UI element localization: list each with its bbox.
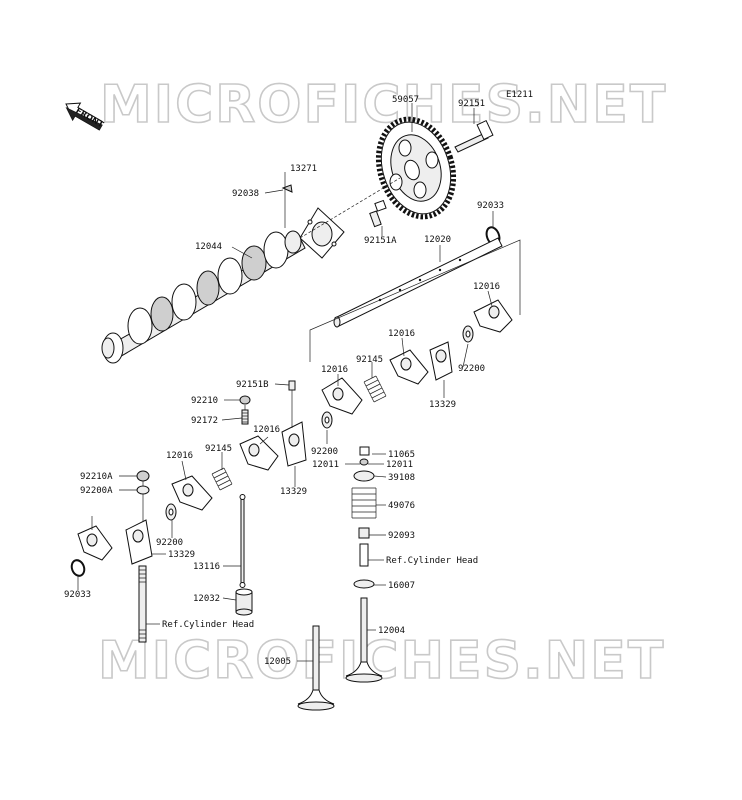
label-59057: 59057 bbox=[392, 95, 419, 105]
part-labels: 59057 92151 13271 92038 92033 12044 9215… bbox=[64, 95, 504, 667]
label-12020: 12020 bbox=[424, 235, 451, 245]
part-59057-gear bbox=[375, 116, 457, 220]
label-49076: 49076 bbox=[388, 501, 415, 511]
label-12044: 12044 bbox=[195, 242, 222, 252]
part-12032-tappet bbox=[235, 588, 253, 616]
part-49076-spring bbox=[351, 487, 377, 519]
part-12020-rocker-shaft bbox=[333, 237, 503, 328]
part-13329-bracket-b bbox=[281, 421, 307, 467]
label-12032: 12032 bbox=[193, 594, 220, 604]
label-92210A: 92210A bbox=[80, 472, 113, 482]
part-92151A-bolt bbox=[369, 199, 387, 228]
part-92038-key bbox=[281, 184, 293, 193]
part-92093-seal bbox=[358, 527, 370, 539]
part-92210-nut bbox=[239, 395, 251, 405]
label-92210: 92210 bbox=[191, 396, 218, 406]
part-12004-exhaust-valve bbox=[345, 597, 383, 683]
label-92038: 92038 bbox=[232, 189, 259, 199]
leader-lines bbox=[77, 103, 494, 662]
label-92200-a: 92200 bbox=[458, 364, 485, 374]
label-39108: 39108 bbox=[388, 473, 415, 483]
label-92151A: 92151A bbox=[364, 236, 397, 246]
part-12044-camshaft bbox=[101, 230, 306, 364]
watermark-bottom: MICROFICHES.NET bbox=[98, 631, 665, 691]
part-92033-oring-bottom bbox=[70, 559, 86, 577]
label-92200A: 92200A bbox=[80, 486, 113, 496]
label-92033-top: 92033 bbox=[477, 201, 504, 211]
label-92093: 92093 bbox=[388, 531, 415, 541]
label-12004: 12004 bbox=[378, 626, 405, 636]
label-12016-c: 12016 bbox=[388, 329, 415, 339]
label-12016-a: 12016 bbox=[473, 282, 500, 292]
part-92172-screw bbox=[241, 409, 249, 425]
label-12016-f: 12016 bbox=[166, 451, 193, 461]
part-stud-bolt bbox=[138, 565, 147, 643]
label-12005: 12005 bbox=[264, 657, 291, 667]
part-92151-bolt bbox=[454, 119, 494, 153]
part-12005-intake-valve bbox=[297, 625, 335, 711]
label-92200-b: 92200 bbox=[311, 447, 338, 457]
label-12016-d: 12016 bbox=[321, 365, 348, 375]
part-13329-bracket-c bbox=[125, 519, 153, 565]
part-12016-rocker-arm-d bbox=[321, 377, 363, 415]
label-13116: 13116 bbox=[193, 562, 220, 572]
part-92200A-washer bbox=[136, 485, 150, 495]
part-13271-plate bbox=[299, 207, 345, 259]
label-12011-b: 12011 bbox=[386, 460, 413, 470]
label-92200-c: 92200 bbox=[156, 538, 183, 548]
label-12016-e: 12016 bbox=[253, 425, 280, 435]
part-92210A-nut bbox=[136, 470, 150, 482]
label-ref-cylinder-head-a: Ref.Cylinder Head bbox=[386, 556, 478, 566]
label-16007: 16007 bbox=[388, 581, 415, 591]
label-92172: 92172 bbox=[191, 416, 218, 426]
part-92145-spring-a bbox=[363, 375, 387, 403]
part-12016-rocker-arm-g bbox=[77, 525, 113, 561]
label-11065: 11065 bbox=[388, 450, 415, 460]
label-13329-c: 13329 bbox=[168, 550, 195, 560]
part-12016-rocker-arm-c bbox=[389, 349, 429, 385]
label-92145-b: 92145 bbox=[205, 444, 232, 454]
part-valve-guide bbox=[359, 543, 369, 567]
part-12011-collet bbox=[359, 458, 369, 466]
part-39108-retainer bbox=[353, 470, 375, 482]
label-92151: 92151 bbox=[458, 99, 485, 109]
part-92151B-plug bbox=[288, 380, 296, 391]
label-13271: 13271 bbox=[290, 164, 317, 174]
part-92200-washer-b bbox=[321, 411, 333, 429]
part-13329-bracket-a bbox=[429, 341, 453, 381]
part-12016-rocker-arm-e bbox=[239, 435, 279, 471]
label-13329-a: 13329 bbox=[429, 400, 456, 410]
watermark-top: MICROFICHES.NET bbox=[100, 75, 667, 135]
part-16007-washer bbox=[353, 579, 375, 589]
label-92033-bottom: 92033 bbox=[64, 590, 91, 600]
label-12011-a: 12011 bbox=[312, 460, 339, 470]
part-12016-rocker-arm-a bbox=[473, 299, 513, 333]
part-92200-washer-a bbox=[462, 325, 474, 343]
label-13329-b: 13329 bbox=[280, 487, 307, 497]
label-92145-a: 92145 bbox=[356, 355, 383, 365]
part-92145-spring-b bbox=[211, 467, 233, 491]
label-ref-cylinder-head-b: Ref.Cylinder Head bbox=[162, 620, 254, 630]
part-13116-push-rod bbox=[239, 494, 246, 588]
part-12016-rocker-arm-f bbox=[171, 475, 213, 511]
part-92200-washer-c bbox=[165, 503, 177, 521]
label-92151B: 92151B bbox=[236, 380, 269, 390]
part-11065-cap bbox=[359, 446, 370, 456]
diagram-code: E1211 bbox=[506, 90, 533, 100]
